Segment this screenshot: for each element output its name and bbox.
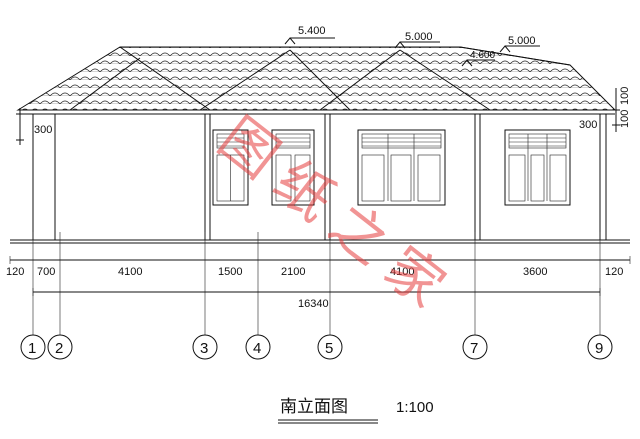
- axis-4: 4: [253, 340, 261, 357]
- window-3: [357, 129, 446, 206]
- drawing-title: 南立面图 1:100: [278, 397, 434, 424]
- dim-120-right: 120: [605, 266, 623, 278]
- dim-120-left: 120: [6, 266, 24, 278]
- roof: [16, 46, 617, 115]
- axis-5: 5: [325, 340, 333, 357]
- axis-7: 7: [470, 340, 478, 357]
- dim-2100: 2100: [281, 266, 305, 278]
- elevation-5000-a: 5.000: [405, 31, 433, 43]
- window-2: [271, 129, 315, 206]
- dim-4100-b: 4100: [390, 266, 414, 278]
- right-dim-300: 300: [579, 119, 597, 131]
- elevation-4600: 4.600: [470, 50, 495, 61]
- elevation-marks: 5.400 5.000 4.600 5.000: [284, 25, 540, 67]
- elevation-5400: 5.400: [298, 25, 326, 37]
- dim-16340: 16340: [298, 298, 329, 310]
- walls: [10, 114, 630, 244]
- window-4: [504, 129, 571, 206]
- watermark: 图纸之家: [207, 106, 468, 330]
- watermark-text: 图纸之家: [207, 106, 468, 330]
- window-1: [212, 129, 249, 206]
- scale-text: 1:100: [396, 399, 434, 416]
- right-dim-100-b: 100: [619, 110, 631, 128]
- axis-2: 2: [55, 340, 63, 357]
- axis-3: 3: [200, 340, 208, 357]
- left-dim-300: 300: [34, 124, 52, 136]
- dim-3600: 3600: [523, 266, 547, 278]
- dim-4100-a: 4100: [118, 266, 142, 278]
- axis-markers: 1 2 3 4 5 7 9: [20, 334, 613, 360]
- side-dimensions: 300 300 100 100: [16, 87, 631, 145]
- overall-dimension: 16340: [32, 288, 601, 310]
- windows: [212, 129, 571, 206]
- dim-1500: 1500: [218, 266, 242, 278]
- axis-1: 1: [28, 340, 36, 357]
- segment-dimensions: 120 700 4100 1500 2100 4100 3600 120: [6, 232, 631, 335]
- elevation-5000-b: 5.000: [508, 35, 536, 47]
- right-dim-100-a: 100: [619, 87, 631, 105]
- dim-700: 700: [37, 266, 55, 278]
- axis-9: 9: [595, 340, 603, 357]
- title-text: 南立面图: [280, 397, 348, 417]
